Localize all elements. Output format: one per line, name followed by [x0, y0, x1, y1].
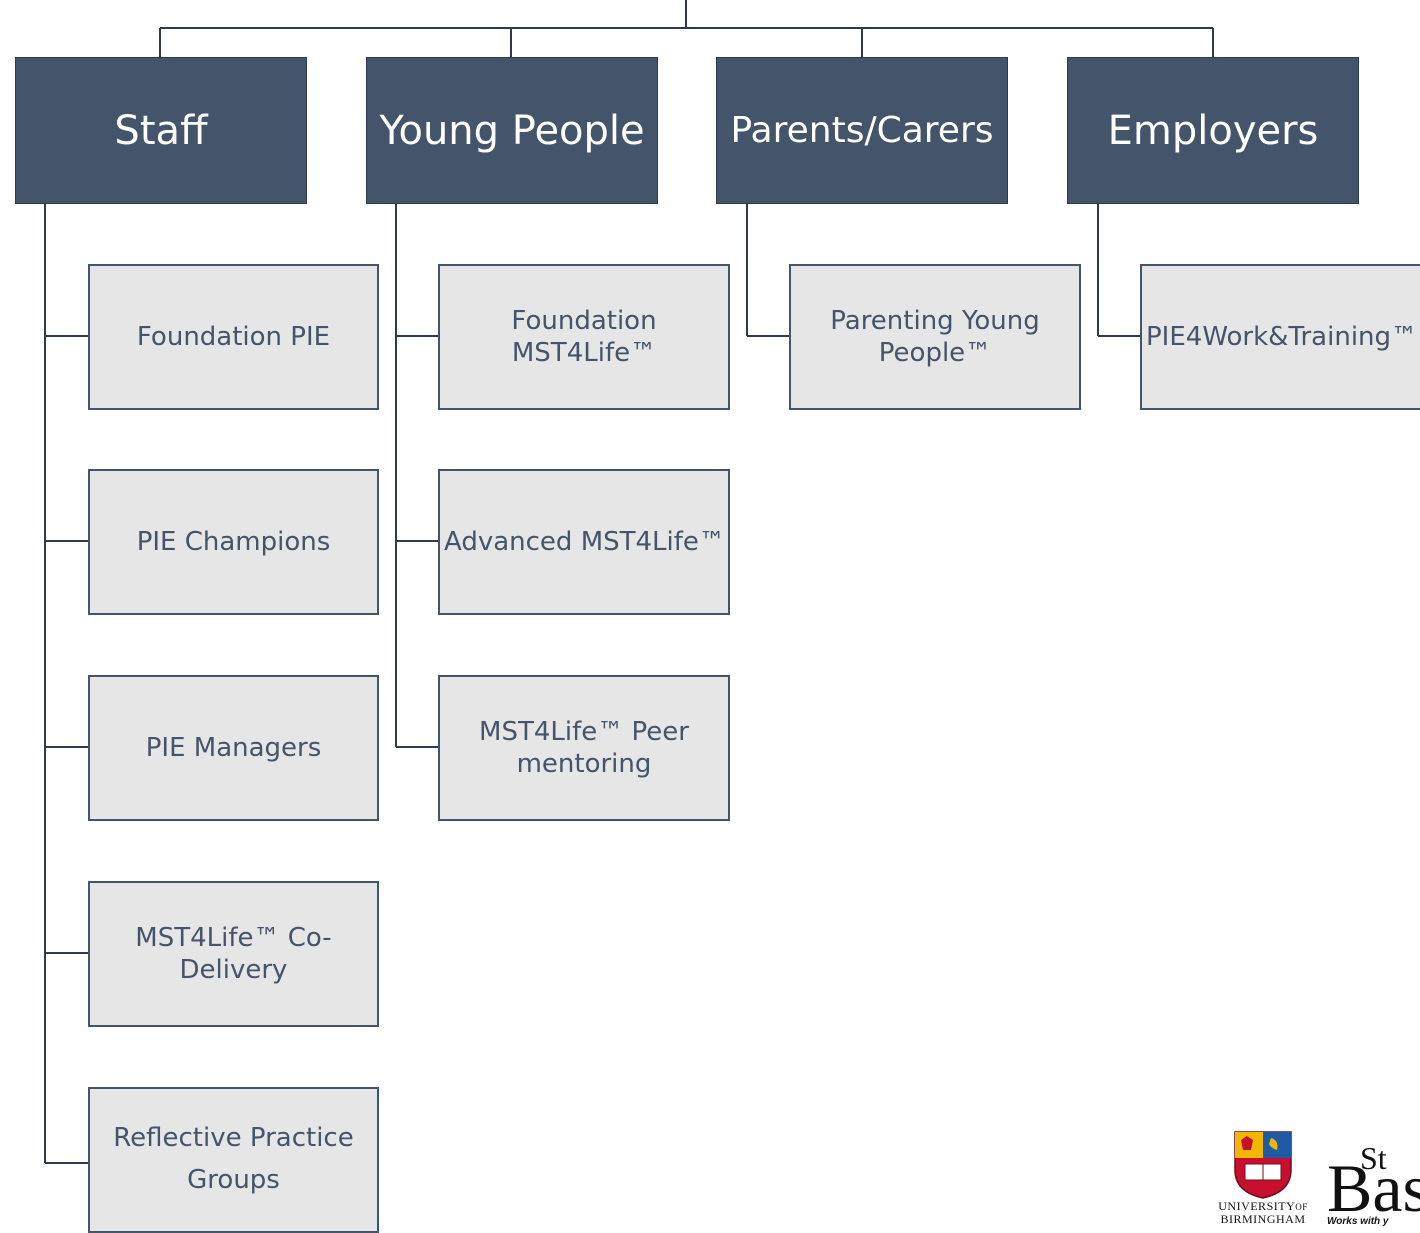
young-people-item-mst4life-peer-mentoring[interactable]: MST4Life™ Peer mentoring: [438, 675, 730, 821]
staff-item-label: PIE Managers: [145, 732, 322, 763]
young-people-header-label: Young People: [379, 107, 645, 154]
young-people-item-label: MST4Life™ Peer mentoring: [479, 716, 689, 780]
parents-carers-header-label: Parents/Carers: [730, 110, 994, 151]
employers-item-label: PIE4Work&Training™: [1146, 321, 1418, 352]
staff-header[interactable]: Staff: [15, 57, 307, 204]
employers-item-pie4work-training[interactable]: PIE4Work&Training™: [1140, 264, 1420, 410]
staff-item-label: MST4Life™ Co- Delivery: [135, 922, 332, 986]
crest-icon: [1234, 1131, 1292, 1199]
staff-item-foundation-pie[interactable]: Foundation PIE: [88, 264, 379, 410]
staff-item-label: Reflective Practice Groups: [113, 1123, 354, 1195]
staff-item-label: Foundation PIE: [136, 321, 331, 352]
employers-header[interactable]: Employers: [1067, 57, 1359, 204]
staff-item-reflective-practice-groups[interactable]: Reflective Practice Groups: [88, 1087, 379, 1233]
young-people-item-foundation-mst4life[interactable]: Foundation MST4Life™: [438, 264, 730, 410]
university-line2: BIRMINGHAM: [1220, 1212, 1306, 1226]
st-basils-st: St: [1360, 1140, 1387, 1176]
university-line1: UNIVERSITY: [1218, 1199, 1296, 1213]
staff-header-label: Staff: [114, 107, 208, 154]
st-basils-tagline: Works with y: [1327, 1216, 1389, 1227]
staff-item-pie-champions[interactable]: PIE Champions: [88, 469, 379, 615]
young-people-item-label: Foundation MST4Life™: [511, 305, 657, 369]
staff-item-mst4life-co-delivery[interactable]: MST4Life™ Co- Delivery: [88, 881, 379, 1027]
university-name: UNIVERSITYOF: [1203, 1200, 1323, 1213]
st-basils-name: Bas: [1327, 1150, 1420, 1226]
st-basils-logo: St Bas Works with y: [1327, 1140, 1420, 1229]
young-people-header[interactable]: Young People: [366, 57, 658, 204]
parents-item-label: Parenting Young People™: [830, 305, 1040, 369]
staff-item-label: PIE Champions: [136, 526, 331, 557]
staff-item-pie-managers[interactable]: PIE Managers: [88, 675, 379, 821]
employers-header-label: Employers: [1107, 107, 1319, 154]
university-of-birmingham-logo: UNIVERSITYOF BIRMINGHAM: [1203, 1130, 1323, 1229]
parents-item-parenting-young-people[interactable]: Parenting Young People™: [789, 264, 1081, 410]
young-people-item-label: Advanced MST4Life™: [444, 526, 725, 557]
young-people-item-advanced-mst4life[interactable]: Advanced MST4Life™: [438, 469, 730, 615]
parents-carers-header[interactable]: Parents/Carers: [716, 57, 1008, 204]
university-line1-suffix: OF: [1295, 1202, 1308, 1212]
